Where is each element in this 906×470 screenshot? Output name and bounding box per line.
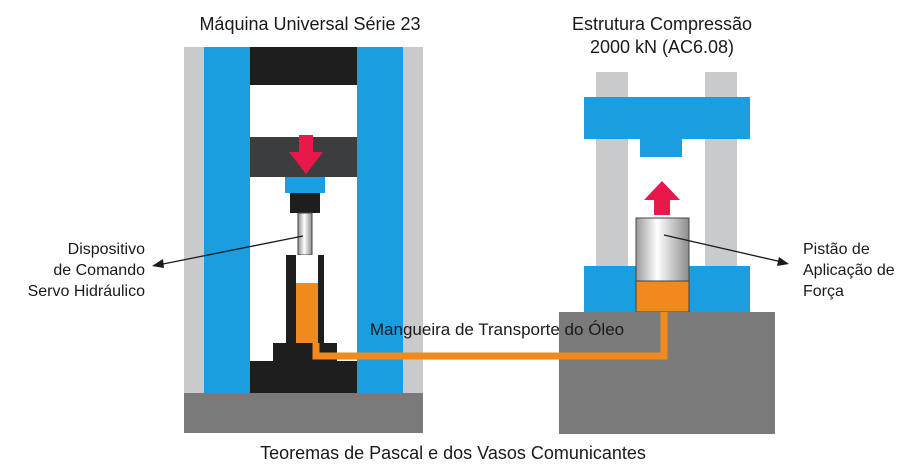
- piston-oil-chamber: [635, 280, 690, 313]
- servo-label-line1: Dispositivo: [68, 241, 145, 258]
- piston-label-line3: Força: [803, 283, 844, 300]
- upper-platen: [640, 139, 682, 157]
- universal-testing-machine: Máquina Universal Série 23: [184, 14, 423, 433]
- servo-label-line3: Servo Hidráulico: [28, 283, 145, 300]
- downward-force-arrow-icon: [289, 135, 323, 174]
- left-frame-gray-left: [184, 47, 204, 393]
- bottom-crosshead: [250, 361, 357, 393]
- right-structure-title-line2: 2000 kN (AC6.08): [590, 37, 734, 57]
- top-crosshead: [250, 47, 357, 85]
- left-machine-title: Máquina Universal Série 23: [199, 14, 420, 34]
- upward-force-arrow-icon: [644, 181, 680, 215]
- servo-pointer-arrowhead: [152, 259, 164, 268]
- upper-clamp: [290, 193, 320, 213]
- piston-label: Pistão de Aplicação de Força: [663, 234, 895, 300]
- figure-caption: Teoremas de Pascal e dos Vasos Comunican…: [260, 443, 646, 463]
- piston-label-line1: Pistão de: [803, 241, 870, 258]
- force-piston: [635, 217, 690, 282]
- left-column-blue-left: [204, 47, 250, 393]
- servo-pointer-line: [157, 235, 304, 266]
- piston-pointer-line: [663, 234, 783, 263]
- oil-transport-hose: [312, 312, 668, 360]
- right-lower-block-right: [689, 266, 750, 312]
- servo-label-line2: de Comando: [53, 262, 145, 279]
- servo-rod: [297, 212, 313, 256]
- hose-label: Mangueira de Transporte do Óleo: [370, 320, 624, 339]
- cylinder-oil: [296, 283, 318, 343]
- servo-device-label: Dispositivo de Comando Servo Hidráulico: [28, 235, 304, 300]
- piston-label-line2: Aplicação de: [803, 262, 895, 279]
- right-structure-title-line1: Estrutura Compressão: [572, 14, 752, 34]
- right-top-crosshead: [584, 97, 750, 139]
- compression-structure: Estrutura Compressão 2000 kN (AC6.08): [559, 14, 775, 434]
- left-column-blue-right: [357, 47, 403, 393]
- left-frame-gray-right: [403, 47, 423, 393]
- left-machine-base: [184, 393, 423, 433]
- upper-grip: [285, 177, 325, 193]
- piston-pointer-arrowhead: [777, 257, 789, 266]
- cylinder-inner-chamber: [296, 255, 318, 283]
- right-lower-block-left: [584, 266, 636, 312]
